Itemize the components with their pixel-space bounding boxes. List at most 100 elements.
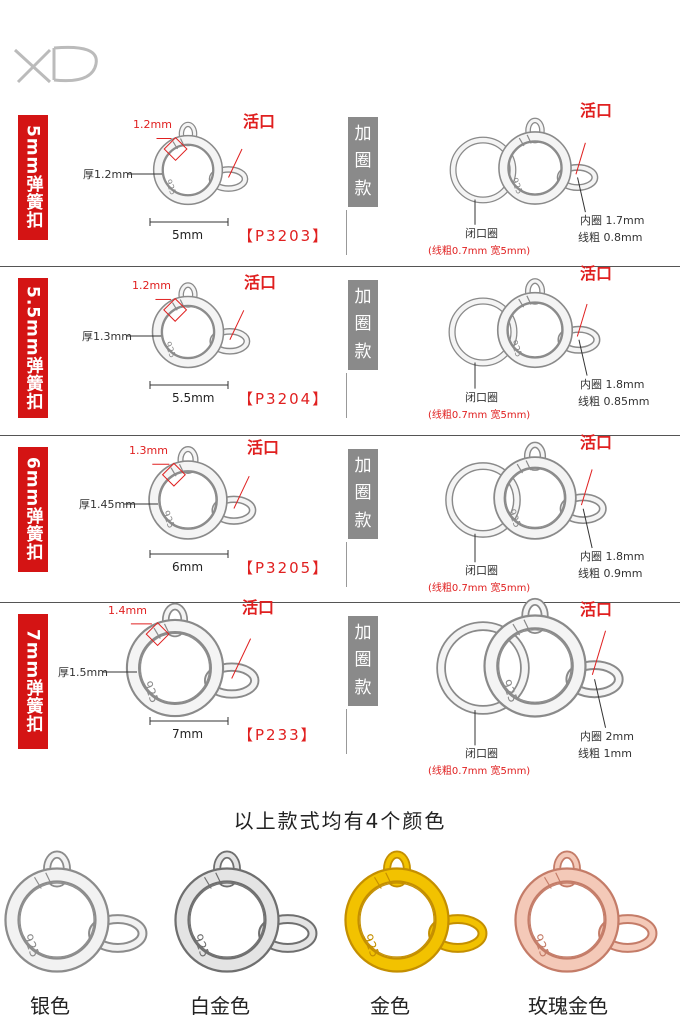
spring-clasp-icon: 925 <box>151 282 251 369</box>
open-label-right: 活口 <box>580 433 613 452</box>
add-ring-char: 款 <box>354 677 372 698</box>
add-ring-char: 款 <box>354 178 372 199</box>
spring-clasp-icon: 925 <box>496 278 601 369</box>
closed-ring-label: 闭口圈 <box>465 390 498 404</box>
color-name-label: 银色 <box>30 994 70 1018</box>
closed-ring-label: 闭口圈 <box>465 226 498 240</box>
inner-ring-leader <box>578 339 588 376</box>
width-label: 5.5mm <box>172 391 215 405</box>
open-label: 活口 <box>247 438 280 457</box>
open-label: 活口 <box>242 598 275 617</box>
spring-clasp-icon: 925 <box>174 850 318 973</box>
closed-ring-spec: (线粗0.7mm 宽5mm) <box>428 245 531 257</box>
size-label: 5mm弹簧扣 <box>18 115 48 240</box>
product-code: 【P3203】 <box>238 227 330 245</box>
add-ring-label: 加圈款 <box>348 117 378 207</box>
add-ring-char: 圈 <box>354 314 372 335</box>
gap-marker <box>163 297 188 322</box>
width-label: 5mm <box>172 228 204 242</box>
open-leader <box>231 638 252 679</box>
add-ring-char: 加 <box>354 124 372 145</box>
open-leader-right <box>575 142 586 175</box>
add-ring-char: 加 <box>354 623 372 644</box>
inner-ring-leader <box>594 679 607 728</box>
column-divider <box>346 210 347 255</box>
spring-clasp-icon: 925 <box>148 446 257 540</box>
section-divider <box>0 602 680 603</box>
size-label: 5.5mm弹簧扣 <box>18 278 48 418</box>
column-divider <box>346 542 347 587</box>
spring-clasp-icon: 925 <box>493 441 607 540</box>
open-leader <box>229 310 245 340</box>
add-ring-char: 圈 <box>354 650 372 671</box>
width-label: 7mm <box>172 727 204 741</box>
jump-ring-highlight <box>446 463 520 537</box>
gap-marker <box>163 136 188 162</box>
color-name-label: 白金色 <box>190 994 250 1018</box>
add-ring-char: 加 <box>354 287 372 308</box>
color-name-label: 玫瑰金色 <box>528 994 608 1018</box>
wire-label: 线粗 0.85mm <box>578 394 650 408</box>
open-leader <box>228 148 243 178</box>
open-label-right: 活口 <box>580 600 613 619</box>
closed-ring-spec: (线粗0.7mm 宽5mm) <box>428 409 531 421</box>
inner-ring-leader <box>577 177 586 213</box>
brand-logo <box>13 45 98 84</box>
open-label: 活口 <box>244 273 277 292</box>
spring-clasp-icon: 925 <box>344 850 488 973</box>
gap-marker <box>161 462 186 487</box>
spring-clasp-icon: 925 <box>483 597 624 718</box>
thickness-label: 厚1.2mm <box>83 168 133 181</box>
open-leader-right <box>580 469 593 506</box>
add-ring-char: 圈 <box>354 151 372 172</box>
closed-ring-label: 闭口圈 <box>465 747 498 761</box>
spring-clasp-icon: 925 <box>152 121 249 206</box>
inner-ring-label: 内圈 1.7mm <box>580 214 645 228</box>
gap-size-label: 1.2mm <box>132 279 171 292</box>
thickness-label: 厚1.5mm <box>58 666 108 679</box>
spring-clasp-icon: 925 <box>4 850 148 973</box>
open-label-right: 活口 <box>580 264 613 283</box>
product-code: 【P3204】 <box>238 390 330 408</box>
add-ring-char: 圈 <box>354 483 372 504</box>
inner-ring-leader <box>582 508 593 549</box>
column-divider <box>346 373 347 418</box>
wire-label: 线粗 0.9mm <box>578 566 643 580</box>
open-leader-right <box>591 630 607 675</box>
size-label: 6mm弹簧扣 <box>18 447 48 572</box>
spring-clasp-icon: 925 <box>514 850 658 973</box>
jump-ring-highlight <box>449 298 517 366</box>
add-ring-label: 加圈款 <box>348 449 378 539</box>
jump-ring-highlight <box>438 623 528 713</box>
wire-label: 线粗 1mm <box>578 746 632 760</box>
gap-marker <box>145 622 170 647</box>
column-divider <box>346 709 347 754</box>
thickness-label: 厚1.3mm <box>82 330 132 343</box>
open-leader-right <box>576 303 588 337</box>
add-ring-label: 加圈款 <box>348 616 378 706</box>
closed-ring-spec: (线粗0.7mm 宽5mm) <box>428 766 531 778</box>
section-divider <box>0 266 680 267</box>
open-label: 活口 <box>243 112 276 131</box>
section-divider <box>0 435 680 436</box>
inner-ring-label: 内圈 2mm <box>580 729 634 743</box>
spring-clasp-icon: 925 <box>125 602 260 718</box>
gap-size-label: 1.4mm <box>108 604 147 617</box>
open-leader <box>233 475 250 509</box>
closed-ring-label: 闭口圈 <box>465 564 498 578</box>
thickness-label: 厚1.45mm <box>79 498 136 511</box>
inner-ring-label: 内圈 1.8mm <box>580 549 645 563</box>
inner-ring-label: 内圈 1.8mm <box>580 377 645 391</box>
wire-label: 线粗 0.8mm <box>578 231 643 245</box>
closed-ring-spec: (线粗0.7mm 宽5mm) <box>428 583 531 595</box>
open-label-right: 活口 <box>580 101 613 120</box>
add-ring-label: 加圈款 <box>348 280 378 370</box>
product-code: 【P233】 <box>238 726 318 744</box>
colors-title: 以上款式均有4个颜色 <box>233 809 447 833</box>
gap-size-label: 1.3mm <box>129 444 168 457</box>
